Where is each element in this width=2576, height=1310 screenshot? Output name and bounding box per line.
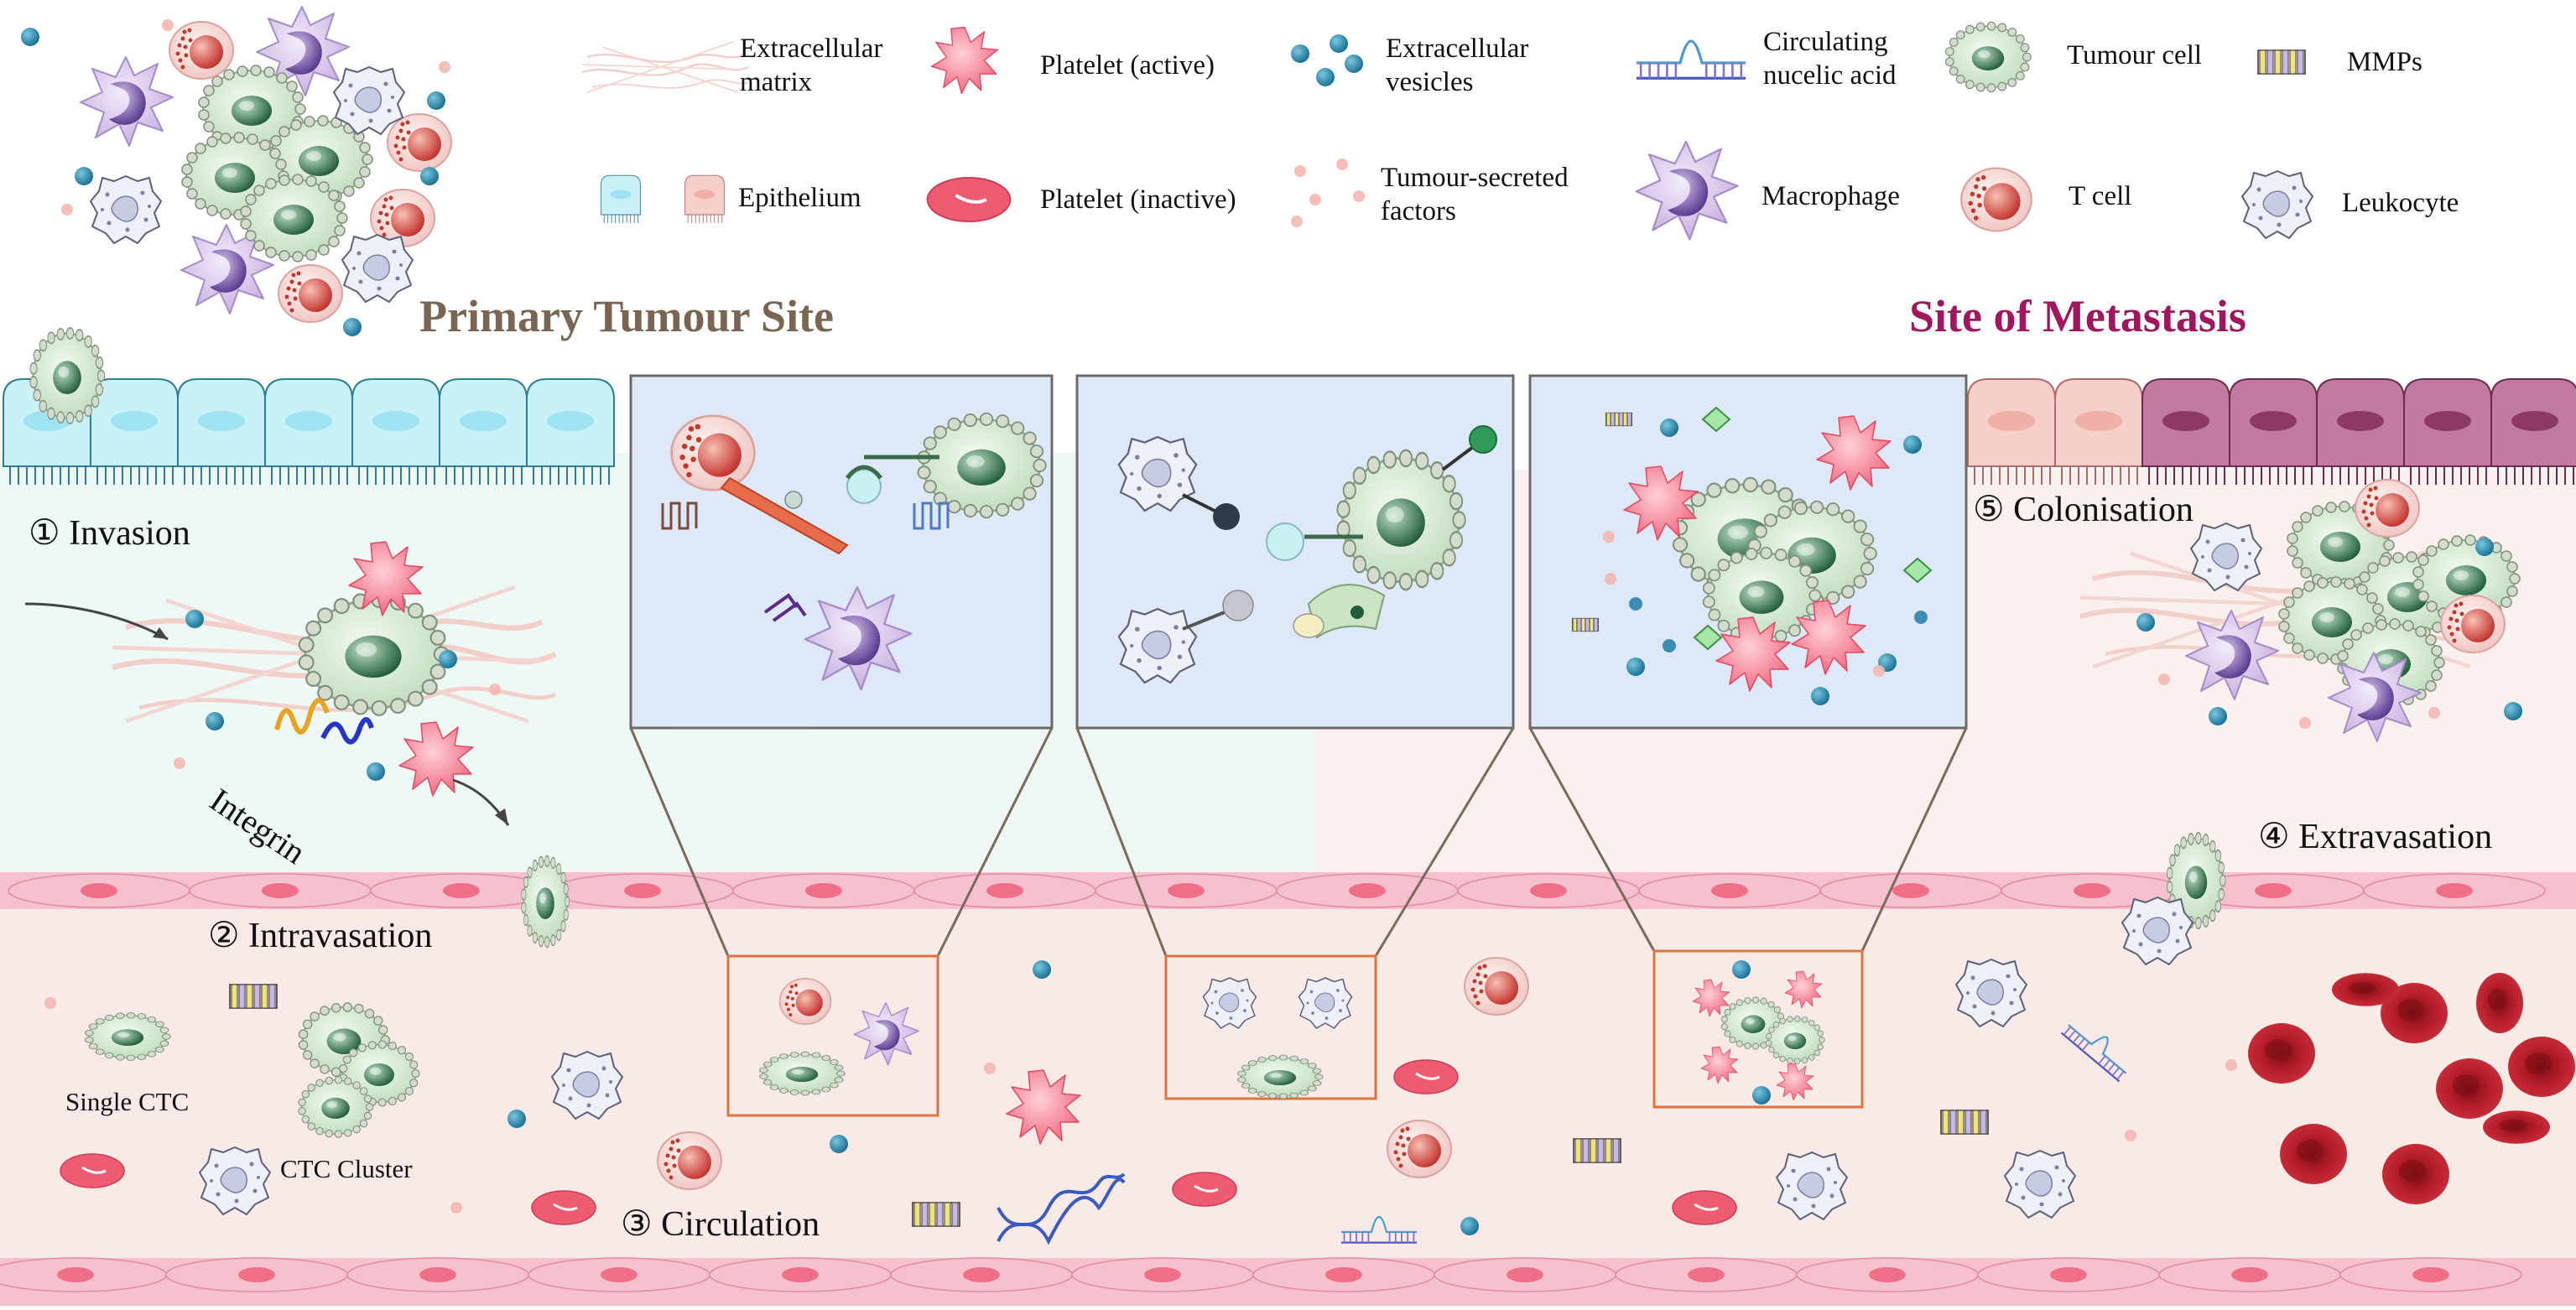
legend-epithelium: Epithelium bbox=[738, 183, 861, 213]
invasion-arrow bbox=[24, 602, 169, 641]
inset-panel-3 bbox=[1528, 374, 1968, 730]
single-ctc-label: Single CTC bbox=[65, 1087, 190, 1116]
legend-platelet-active: Platelet (active) bbox=[1040, 50, 1215, 81]
inset-panel-2 bbox=[1075, 374, 1515, 730]
primary-tumour-cluster bbox=[21, 6, 452, 336]
inset-panel-1 bbox=[629, 374, 1054, 730]
legend-t-cell: T cell bbox=[2069, 181, 2132, 211]
step-colonisation: ⑤ Colonisation bbox=[1973, 491, 2194, 529]
metastasis-epithelium bbox=[1967, 378, 2576, 486]
legend-platelet-inactive: Platelet (inactive) bbox=[1040, 185, 1236, 215]
epithelium-pink-icon bbox=[684, 174, 725, 224]
extracellular-vesicles-icon bbox=[1291, 34, 1363, 86]
zoom-boxes bbox=[726, 949, 1864, 1117]
callout-lines bbox=[629, 727, 1968, 957]
legend-macrophage: Macrophage bbox=[1762, 181, 1900, 211]
epithelium-icon bbox=[601, 174, 641, 224]
step-intravasation: ② Intravasation bbox=[208, 917, 433, 955]
leukocyte-icon bbox=[2241, 170, 2313, 239]
extracellular-matrix-icon bbox=[580, 40, 750, 94]
tumour-secreted-factors-icon bbox=[1291, 159, 1365, 227]
legend-extracellular-vesicles: Extracellular vesicles bbox=[1386, 34, 1529, 97]
primary-site-title: Primary Tumour Site bbox=[419, 291, 835, 341]
circulation-scene bbox=[44, 957, 2575, 1245]
legend-tumour-secreted-factors: Tumour-secreted factors bbox=[1381, 163, 1569, 226]
step-invasion: ① Invasion bbox=[29, 514, 190, 553]
metastasis-site-title: Site of Metastasis bbox=[1909, 291, 2246, 341]
invasion-scene bbox=[24, 326, 570, 949]
macrophage-icon bbox=[1635, 140, 1739, 241]
step-circulation: ③ Circulation bbox=[621, 1205, 820, 1244]
ctc-cluster-label: CTC Cluster bbox=[280, 1154, 413, 1183]
platelet-active-icon bbox=[930, 26, 999, 95]
mmps-icon bbox=[2257, 49, 2306, 75]
legend-circulating-nucleic-acid: Circulating nucelic acid bbox=[1763, 27, 1897, 91]
integrin-icon bbox=[274, 698, 374, 745]
platelet-inactive-icon bbox=[925, 176, 1012, 223]
tumour-cell-icon bbox=[1944, 21, 2032, 93]
circulating-nucleic-acid-icon bbox=[1635, 39, 1747, 80]
lower-vessel-wall bbox=[0, 1257, 2576, 1306]
legend-mmps: MMPs bbox=[2347, 47, 2422, 77]
legend-leukocyte: Leukocyte bbox=[2342, 188, 2459, 218]
t-cell-icon bbox=[1960, 167, 2032, 232]
legend-extracellular-matrix: Extracellular matrix bbox=[740, 34, 883, 97]
step-extravasation: ④ Extravasation bbox=[2258, 818, 2493, 856]
legend-tumour-cell: Tumour cell bbox=[2067, 40, 2203, 70]
